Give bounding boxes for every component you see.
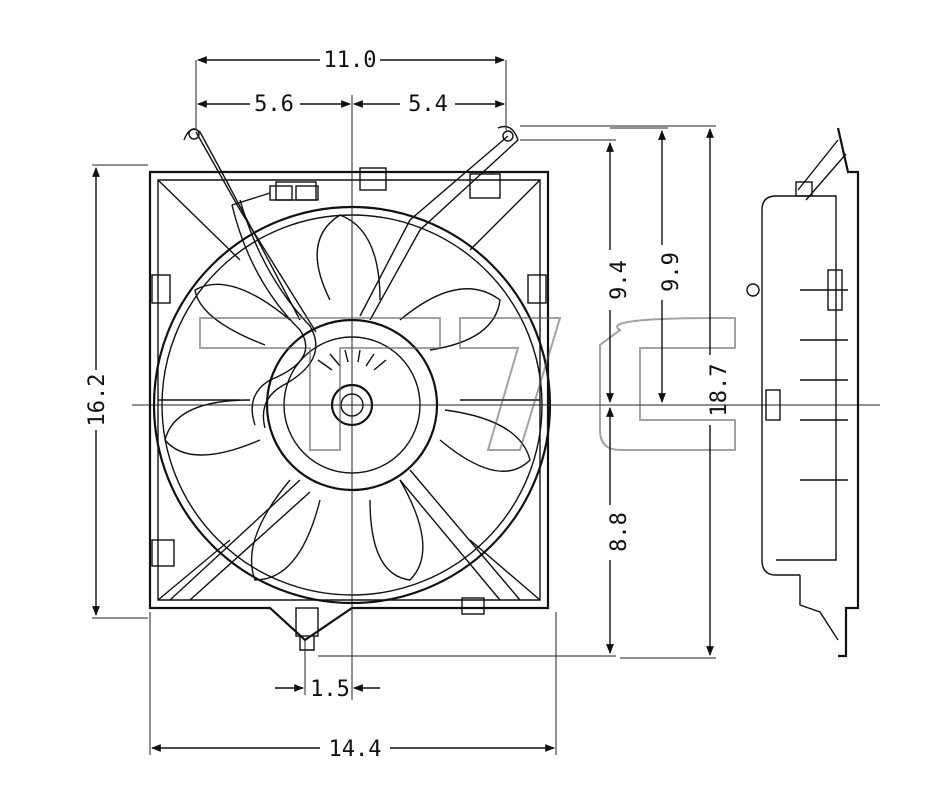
- dim-lower-right: 8.8: [607, 512, 632, 552]
- dim-upper-right-a: 9.4: [607, 260, 632, 300]
- shroud-frame: [148, 167, 550, 642]
- dim-top-left: 5.6: [254, 92, 294, 117]
- dim-left-height: 16.2: [85, 374, 110, 427]
- dimension-lines: [92, 56, 716, 755]
- fan-blades: [164, 214, 531, 581]
- dim-top-right: 5.4: [408, 92, 448, 117]
- watermark-logo: [199, 317, 736, 451]
- dim-upper-right-b: 9.9: [659, 252, 684, 292]
- wiring-harness: [231, 185, 319, 429]
- center-lines: [132, 95, 880, 700]
- dim-bottom-width: 14.4: [329, 737, 382, 762]
- dim-top-total: 11.0: [324, 48, 377, 73]
- dim-bottom-offset: 1.5: [310, 677, 350, 702]
- mounting-arms: [158, 125, 540, 601]
- bottom-connector: [295, 607, 319, 651]
- side-view: [746, 127, 860, 658]
- dim-total-height: 18.7: [707, 364, 732, 417]
